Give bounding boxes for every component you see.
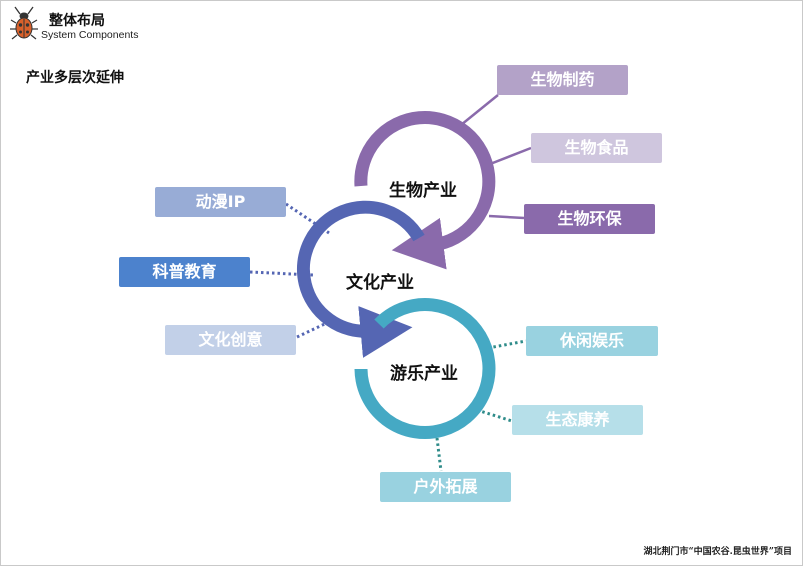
connector-tour-1 [487,339,527,350]
bio-item-pharma: 生物制药 [497,65,628,95]
bio-ring [354,111,496,270]
tour-ring [354,298,496,439]
bio-item-food: 生物食品 [531,133,662,163]
bio-item-env: 生物环保 [524,204,655,234]
connector-culture-3 [296,319,332,339]
culture-item-anime: 动漫IP [155,187,286,217]
culture-item-education: 科普教育 [119,257,250,287]
beetle-icon [10,6,38,40]
tour-item-outdoor: 户外拓展 [380,472,511,502]
header-subtitle: System Components [41,29,139,41]
hub-culture-label: 文化产业 [346,273,414,293]
culture-item-creative: 文化创意 [165,325,296,355]
section-title: 产业多层次延伸 [26,70,124,86]
footer-project-name: 湖北荆门市“中国农谷.昆虫世界”项目 [643,547,793,557]
culture-ring [296,200,425,358]
hub-bio-label: 生物产业 [389,181,457,201]
tour-item-leisure: 休闲娱乐 [526,326,658,356]
hub-tour-label: 游乐产业 [390,364,458,384]
header-title: 整体布局 [49,13,105,29]
connector-tour-3 [435,437,443,472]
tour-item-wellness: 生态康养 [512,405,643,435]
connector-tour-2 [476,408,513,423]
connector-bio-3 [488,214,525,220]
